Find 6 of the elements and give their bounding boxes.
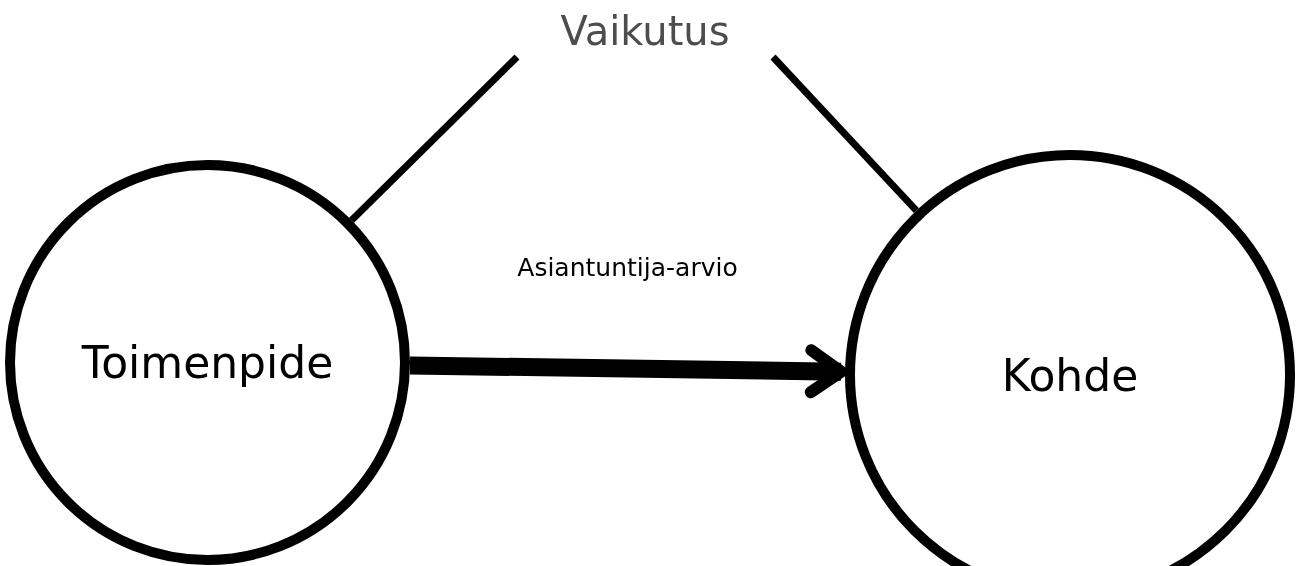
connector-line <box>770 54 919 213</box>
node-label: Toimenpide <box>81 336 334 390</box>
node-label: Kohde <box>1001 348 1139 403</box>
node-label: Vaikutus <box>560 7 730 56</box>
arrow <box>409 344 847 399</box>
connector-line <box>349 54 520 223</box>
